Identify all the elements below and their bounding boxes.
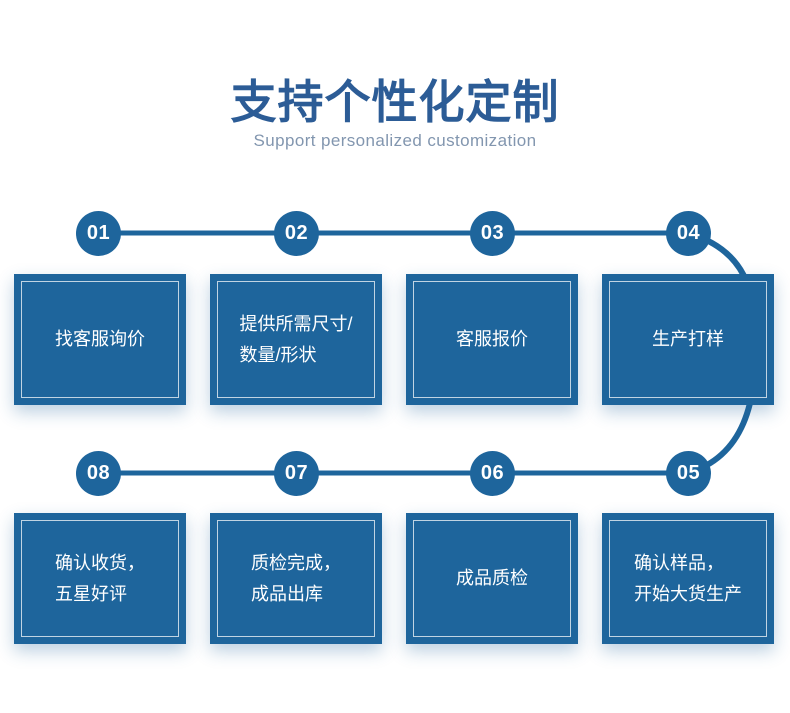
step-box-06: 成品质检	[406, 513, 578, 644]
step-circle-01: 01	[76, 211, 121, 256]
step-circle-08: 08	[76, 451, 121, 496]
box-inner-border	[609, 520, 767, 637]
step-circle-06: 06	[470, 451, 515, 496]
step-label-line: 确认样品，	[634, 552, 724, 573]
box-inner-border	[413, 281, 571, 398]
step-label-line: 质检完成，	[251, 552, 341, 573]
step-box-07: 质检完成， 成品出库	[210, 513, 382, 644]
step-label-line: 五星好评	[55, 583, 127, 604]
step-label: 确认样品， 开始大货生产	[634, 548, 742, 610]
box-inner-border	[217, 520, 375, 637]
step-label: 生产打样	[652, 324, 724, 355]
step-label-line: 客服报价	[456, 329, 528, 349]
step-label-line: 数量/形状	[239, 344, 317, 365]
step-number: 04	[676, 222, 701, 244]
step-box-03: 客服报价	[406, 274, 578, 405]
step-box-02: 提供所需尺寸/ 数量/形状	[210, 274, 382, 405]
box-inner-border	[413, 520, 571, 637]
box-inner-border	[21, 520, 179, 637]
step-label: 确认收货， 五星好评	[55, 548, 145, 610]
step-label-line: 成品质检	[456, 568, 528, 588]
step-label: 成品质检	[456, 563, 528, 594]
step-box-08: 确认收货， 五星好评	[14, 513, 186, 644]
step-label-line: 提供所需尺寸/	[239, 313, 353, 334]
step-circle-07: 07	[274, 451, 319, 496]
step-label-line: 确认收货，	[55, 552, 145, 573]
box-inner-border	[217, 281, 375, 398]
step-number: 01	[86, 222, 111, 244]
step-number: 02	[284, 222, 309, 244]
page-title: 支持个性化定制	[230, 76, 560, 128]
step-number: 03	[480, 222, 505, 244]
step-label: 质检完成， 成品出库	[251, 548, 341, 610]
step-label-line: 生产打样	[652, 329, 724, 349]
step-label-line: 找客服询价	[55, 329, 145, 349]
step-box-05: 确认样品， 开始大货生产	[602, 513, 774, 644]
step-circle-02: 02	[274, 211, 319, 256]
step-label: 客服报价	[456, 324, 528, 355]
step-label-line: 成品出库	[251, 583, 323, 604]
page-subtitle: Support personalized customization	[253, 131, 537, 150]
step-label-line: 开始大货生产	[634, 583, 742, 604]
step-number: 05	[676, 462, 701, 484]
step-circle-04: 04	[666, 211, 711, 256]
box-inner-border	[609, 281, 767, 398]
box-inner-border	[21, 281, 179, 398]
step-box-01: 找客服询价	[14, 274, 186, 405]
step-number: 07	[284, 462, 309, 484]
step-label: 提供所需尺寸/ 数量/形状	[239, 309, 352, 371]
step-box-04: 生产打样	[602, 274, 774, 405]
step-label: 找客服询价	[55, 324, 145, 355]
step-number: 06	[480, 462, 505, 484]
step-circle-03: 03	[470, 211, 515, 256]
step-number: 08	[86, 462, 111, 484]
step-circle-05: 05	[666, 451, 711, 496]
